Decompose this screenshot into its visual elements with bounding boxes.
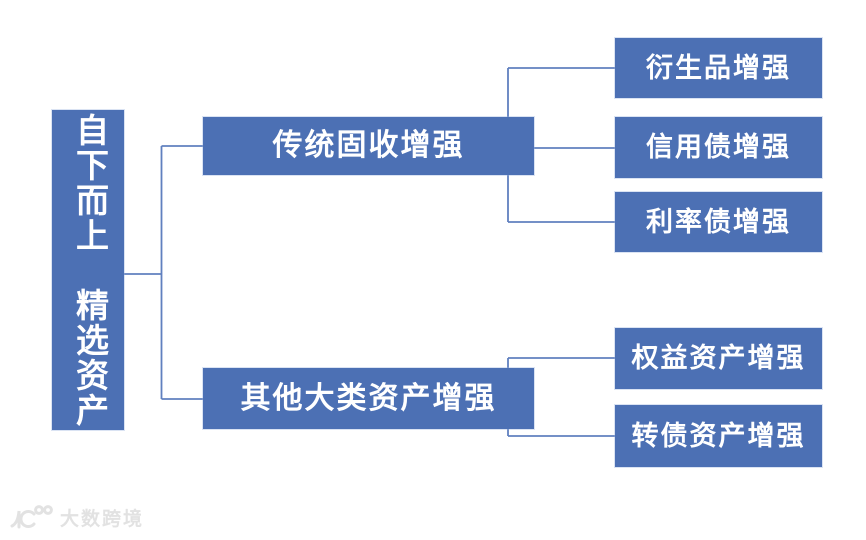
node-root-bottom-up-selected-assets: 自下而上 精选资产 <box>52 110 124 430</box>
node-equity-asset-enhancement: 权益资产增强 <box>615 328 822 389</box>
node-other-asset-class-enhancement: 其他大类资产增强 <box>203 368 534 429</box>
node-traditional-fixed-income-enhancement: 传统固收增强 <box>203 117 534 175</box>
node-credit-bond-enhancement: 信用债增强 <box>615 117 822 178</box>
watermark-brand-text: 大数跨境 <box>60 508 145 530</box>
watermark: 大数跨境 <box>8 500 144 534</box>
node-derivatives-enhancement: 衍生品增强 <box>615 38 822 98</box>
dashu-logo-icon <box>8 502 54 532</box>
node-rate-bond-enhancement: 利率债增强 <box>615 192 822 252</box>
node-convertible-bond-asset-enhancement: 转债资产增强 <box>615 405 822 467</box>
